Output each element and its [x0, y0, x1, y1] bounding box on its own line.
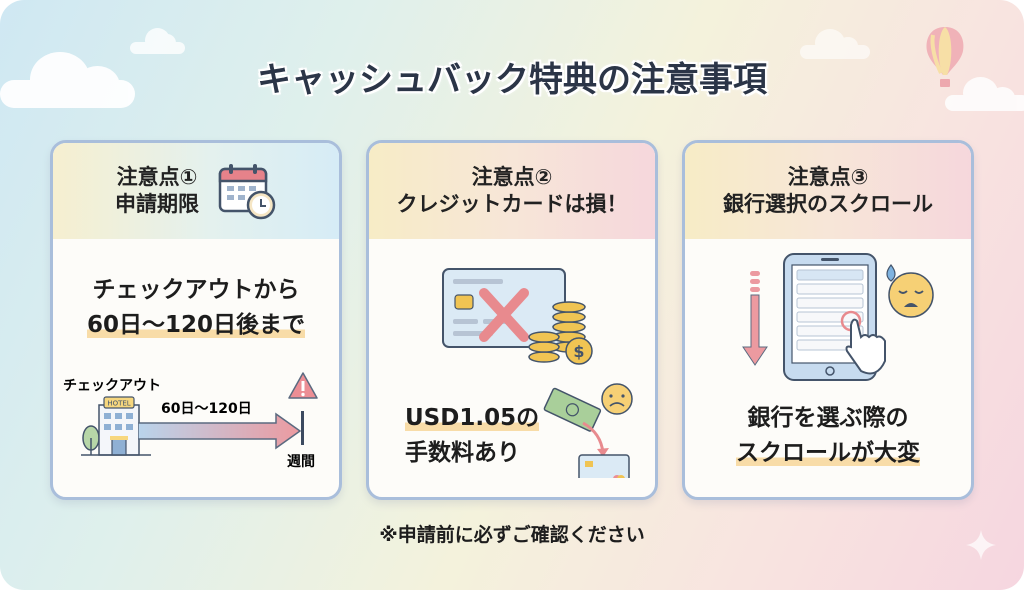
svg-text:$: $ — [573, 342, 584, 361]
card-number: 注意点③ — [787, 164, 869, 189]
card-number: 注意点① — [116, 164, 198, 189]
timeline-end-marker — [301, 411, 304, 445]
hot-air-balloon-icon — [926, 27, 964, 87]
warning-icon — [288, 372, 318, 399]
card-header: 注意点③ 銀行選択のスクロール — [685, 143, 971, 239]
svg-text:HOTEL: HOTEL — [107, 400, 130, 408]
checkout-label: チェックアウト — [63, 378, 161, 394]
page-title: キャッシュバック特典の注意事項 — [257, 60, 767, 100]
card-heading: 銀行選択のスクロール — [723, 192, 933, 216]
card-body-line2: スクロールが大変 — [736, 439, 920, 466]
credit-card-cross-coins-icon: $ — [442, 268, 593, 365]
card-body-line1: チェックアウトから — [92, 277, 300, 303]
cloud-decoration — [0, 52, 135, 108]
card-heading: 申請期限 — [115, 192, 199, 216]
card-credit-card-fee: 注意点② クレジットカードは損！ $ USD1.05の 手数料あり — [366, 140, 658, 500]
cloud-decoration — [130, 28, 185, 54]
calendar-clock-icon — [218, 164, 276, 220]
card-body-line2: 60日〜120日後まで — [86, 311, 306, 338]
money-to-card-icon — [543, 387, 630, 478]
scroll-down-arrow-icon — [742, 271, 768, 366]
timeline-arrow-icon — [138, 412, 302, 450]
card-body-line2: 手数料あり — [405, 439, 520, 466]
weeks-label: 週間 — [287, 454, 315, 470]
footer-note: ※申請前に必ずご確認ください — [379, 524, 645, 546]
card-bank-selection-scroll: 注意点③ 銀行選択のスクロール 銀行を選ぶ際の スクロールが大変 — [682, 140, 974, 500]
card-application-deadline: 注意点① 申請期限 チェックアウトから 60日〜120日後まで チェックアウト … — [50, 140, 342, 500]
sweat-face-icon — [886, 264, 934, 318]
sparkle-icon — [966, 530, 996, 560]
card-body-line1: 銀行を選ぶ際の — [747, 405, 909, 431]
card-body-line1: USD1.05の — [405, 405, 540, 431]
tablet-scroll-icon — [783, 253, 886, 381]
card-heading: クレジットカードは損！ — [396, 192, 628, 216]
card-header: 注意点② クレジットカードは損！ — [369, 143, 655, 239]
cloud-decoration — [945, 77, 1024, 111]
sad-face-icon — [601, 383, 633, 415]
card-number: 注意点② — [471, 164, 553, 189]
cloud-decoration — [800, 29, 870, 59]
range-label: 60日〜120日 — [161, 401, 252, 417]
card-header: 注意点① 申請期限 — [53, 143, 339, 239]
hotel-icon: HOTEL — [81, 396, 151, 456]
